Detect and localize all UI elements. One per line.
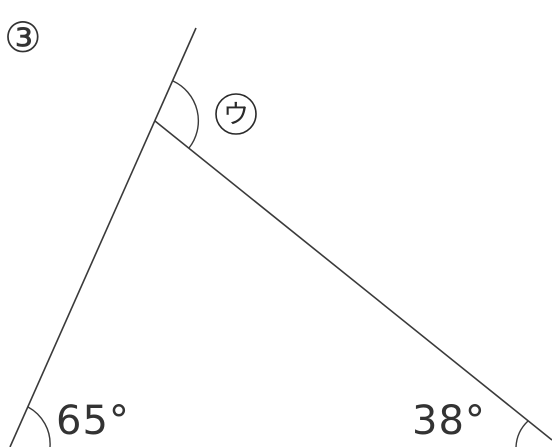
exterior-angle-arc (172, 80, 200, 149)
angle-u-label: ウ (223, 100, 249, 130)
angle-u-circle (215, 93, 257, 135)
angle-u-marker: ウ (215, 93, 257, 135)
right-side (154, 120, 552, 441)
problem-number: ③ (4, 13, 42, 62)
left-side-extended (9, 27, 197, 447)
angle-bottom-left-label: 65° (56, 398, 130, 444)
bottom-right-angle-arc (515, 420, 529, 447)
bottom-left-angle-arc (27, 406, 51, 447)
angle-bottom-right-label: 38° (412, 398, 486, 444)
